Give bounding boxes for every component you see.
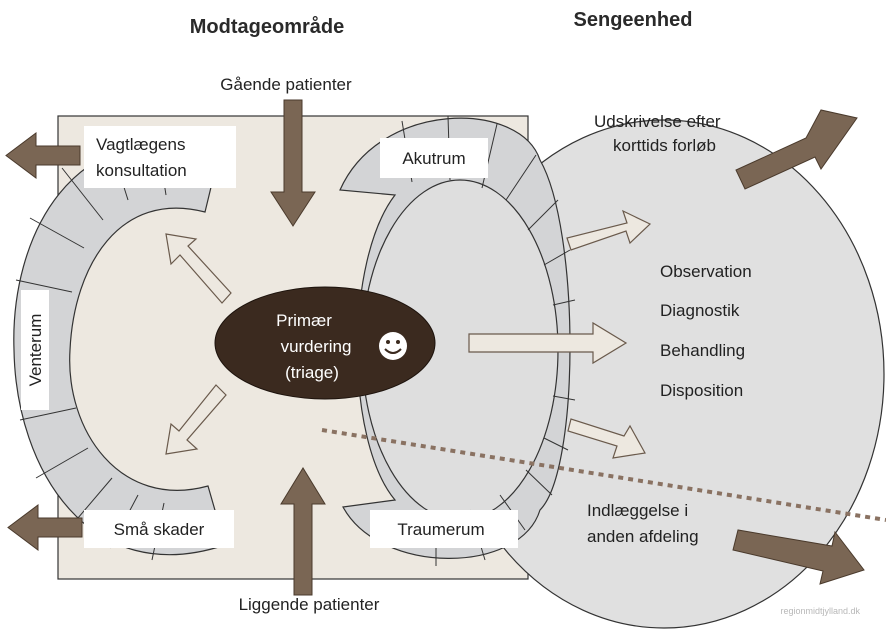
discharge-arrow: [735, 109, 858, 190]
waiting-box: [21, 290, 49, 410]
arrow-to-consultation: [165, 233, 232, 304]
triage-label-line2: vurdering: [281, 337, 352, 356]
triage-ellipse: [214, 286, 436, 400]
walking-patients-label: Gående patienter: [220, 75, 352, 94]
discharge-label-line2: korttids forløb: [613, 136, 716, 155]
left-ring: [13, 142, 226, 556]
admission-label-line2: anden afdeling: [587, 527, 699, 546]
triage-label-line3: (triage): [285, 363, 339, 382]
arrow-to-observation-lower: [567, 418, 646, 459]
walking-patients-arrow: [270, 99, 316, 227]
waiting-room-label: Venterum: [26, 314, 45, 387]
discharge-label-line1: Udskrivelse efter: [594, 112, 721, 131]
arrow-to-observation-upper: [566, 209, 652, 251]
consultation-exit-arrow: [5, 132, 81, 179]
consultation-label-line1: Vagtlægens: [96, 135, 185, 154]
minor-injuries-label: Små skader: [114, 520, 205, 539]
arrow-to-minor-injuries: [165, 384, 227, 455]
function-diagnostik: Diagnostik: [660, 301, 740, 320]
trauma-box: [370, 510, 518, 548]
reception-area-heading: Modtageområde: [190, 15, 344, 38]
smiley-icon: [379, 332, 407, 360]
triage-label-line1: Primær: [276, 311, 332, 330]
arrow-to-observation-main: [468, 321, 628, 365]
acute-room-label: Akutrum: [402, 149, 465, 168]
function-behandling: Behandling: [660, 341, 745, 360]
bed-unit-heading: Sengeenhed: [574, 9, 693, 31]
acute-box: [380, 138, 488, 178]
minor-injuries-box: [84, 510, 234, 548]
consultation-box: [84, 126, 236, 188]
admission-label-line1: Indlæggelse i: [587, 501, 688, 520]
lying-patients-arrow: [280, 467, 326, 596]
admission-arrow: [732, 529, 865, 585]
watermark: regionmidtjylland.dk: [780, 606, 860, 616]
function-observation: Observation: [660, 262, 752, 281]
minor-injuries-exit-arrow: [7, 504, 83, 551]
function-disposition: Disposition: [660, 381, 743, 400]
trauma-room-label: Traumerum: [397, 520, 484, 539]
consultation-label-line2: konsultation: [96, 161, 187, 180]
lying-patients-label: Liggende patienter: [239, 595, 380, 614]
